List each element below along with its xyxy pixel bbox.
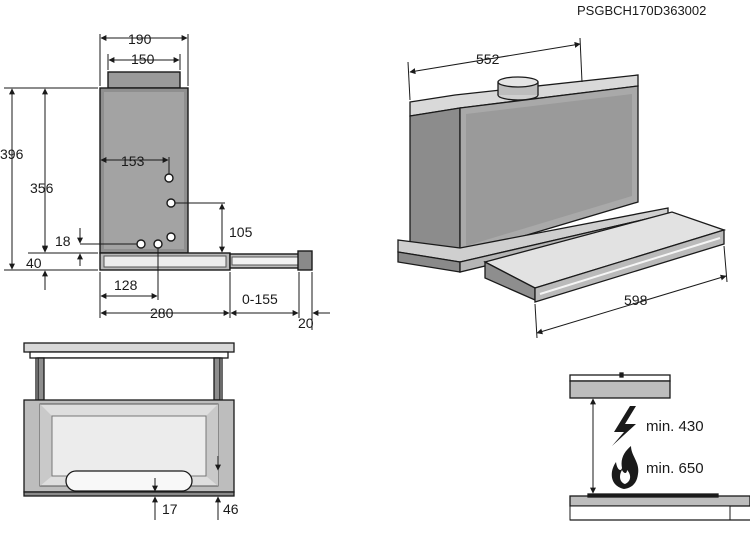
clearance-gas-label: min. 650 <box>646 460 704 477</box>
hood-left-face <box>409 107 461 256</box>
dim-396: 396 <box>0 146 24 162</box>
fixing-hole <box>136 239 146 249</box>
fixing-hole <box>153 239 163 249</box>
dim-280: 280 <box>150 305 174 321</box>
side-view-visor-front <box>297 250 313 271</box>
dim-0-155: 0-155 <box>242 291 278 307</box>
perspective-dimension-lines <box>407 37 728 339</box>
dim-153: 153 <box>121 153 145 169</box>
dim-128: 128 <box>114 277 138 293</box>
clearance-view <box>569 372 750 521</box>
perspective-view <box>397 74 727 303</box>
front-view-top-rail <box>23 342 235 353</box>
side-view-dimension-lines <box>4 34 330 330</box>
side-view-outlet <box>107 71 181 89</box>
dim-18: 18 <box>55 233 71 249</box>
fixing-hole <box>166 198 176 208</box>
hood-outlet-rim <box>497 76 539 88</box>
document-code: PSGBCH170D363002 <box>577 3 706 18</box>
clearance-hood-body <box>569 380 671 399</box>
dim-46: 46 <box>223 501 239 517</box>
dim-598: 598 <box>624 292 648 308</box>
dim-190: 190 <box>128 31 152 47</box>
gas-flame-icon <box>611 446 639 489</box>
front-view-upper <box>35 357 223 403</box>
side-view-dimension-labels: 190 150 396 356 153 105 18 40 128 280 0-… <box>0 31 314 331</box>
dim-105: 105 <box>229 224 253 240</box>
side-view <box>99 71 313 271</box>
dim-20: 20 <box>298 315 314 331</box>
front-view <box>23 342 235 497</box>
clearance-electric-label: min. 430 <box>646 418 704 435</box>
dim-552: 552 <box>476 51 500 67</box>
fixing-hole <box>166 232 176 242</box>
dim-17: 17 <box>162 501 178 517</box>
dim-356: 356 <box>30 180 54 196</box>
fixing-hole <box>164 173 174 183</box>
dim-150: 150 <box>131 51 155 67</box>
front-view-handle-slot <box>65 470 193 492</box>
dim-40: 40 <box>26 255 42 271</box>
lightning-bolt-icon <box>612 406 636 446</box>
front-view-dimension-lines <box>152 456 221 520</box>
